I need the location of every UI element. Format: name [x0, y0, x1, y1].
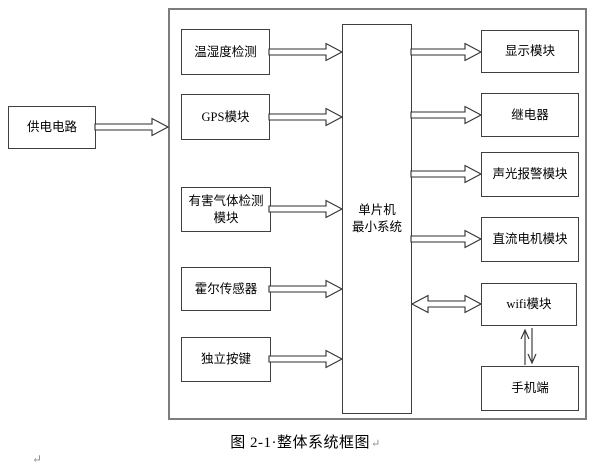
output-box-dc-motor: 直流电机模块	[481, 217, 579, 262]
arrow-mcu-to-relay	[410, 105, 483, 125]
paragraph-return-mark: ↵	[32, 452, 43, 466]
output-label: 声光报警模块	[492, 167, 568, 182]
paragraph-return-mark: ↵	[371, 438, 381, 450]
arrow-gas-to-mcu	[268, 199, 344, 219]
input-label: 温湿度检测	[194, 44, 257, 59]
input-label: 有害气体检测模块	[188, 194, 264, 225]
output-label: 继电器	[511, 107, 549, 122]
mcu-label-line2: 最小系统	[351, 220, 402, 234]
input-box-keys: 独立按键	[181, 337, 271, 382]
input-label: 霍尔传感器	[194, 281, 258, 296]
output-label: 手机端	[511, 381, 549, 396]
input-box-harmful-gas: 有害气体检测模块	[181, 187, 271, 232]
output-label: 显示模块	[504, 44, 555, 59]
output-label: wifi模块	[506, 297, 552, 312]
figure-caption-text: 图 2-1·整体系统框图	[230, 435, 371, 451]
output-box-phone: 手机端	[481, 366, 579, 411]
arrow-mcu-to-alarm	[410, 164, 483, 184]
input-box-hall-sensor: 霍尔传感器	[181, 267, 271, 311]
power-supply-box: 供电电路	[8, 106, 96, 149]
input-box-temp-humidity: 温湿度检测	[181, 29, 270, 75]
arrow-temp-to-mcu	[268, 42, 344, 62]
output-box-alarm: 声光报警模块	[481, 152, 579, 197]
input-label: 独立按键	[200, 352, 251, 367]
arrow-hall-to-mcu	[268, 279, 344, 299]
arrow-power-to-frame	[94, 117, 170, 137]
output-label: 直流电机模块	[492, 232, 568, 247]
mcu-label-line1: 单片机	[358, 202, 396, 217]
arrow-mcu-to-motor	[410, 229, 483, 249]
arrow-mcu-to-display	[410, 42, 483, 62]
input-label: GPS模块	[201, 109, 250, 124]
arrow-wifi-phone-vertical	[520, 328, 537, 365]
arrow-keys-to-mcu	[268, 349, 344, 369]
arrow-mcu-wifi-bidirectional	[410, 294, 483, 314]
figure-caption: 图 2-1·整体系统框图↵	[0, 431, 611, 452]
input-box-gps: GPS模块	[181, 94, 270, 140]
output-box-relay: 继电器	[481, 93, 579, 137]
arrow-gps-to-mcu	[268, 107, 344, 127]
output-box-wifi: wifi模块	[481, 283, 577, 326]
mcu-box: 单片机 最小系统	[342, 24, 412, 414]
power-supply-label: 供电电路	[26, 120, 77, 135]
output-box-display: 显示模块	[481, 30, 579, 73]
